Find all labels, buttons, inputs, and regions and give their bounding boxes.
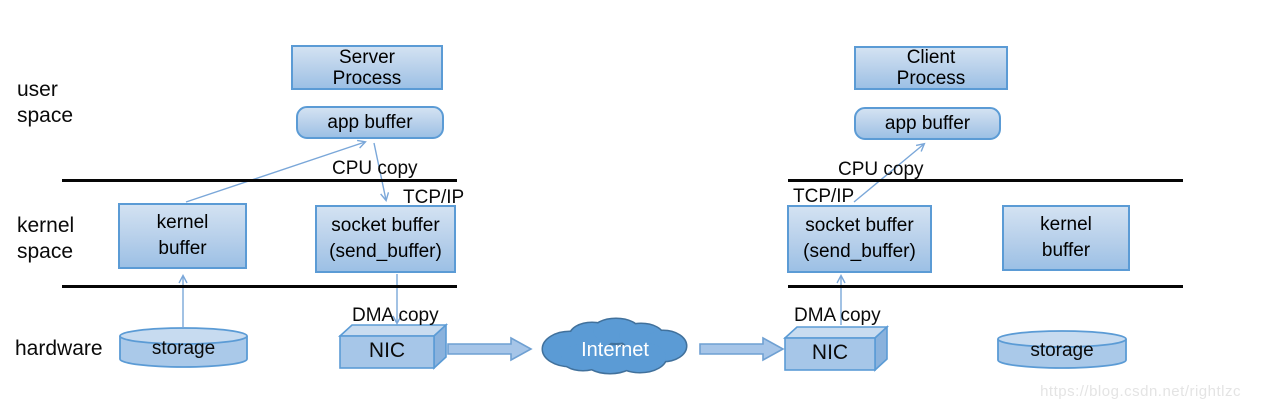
app-to-socket-buffer-arrow [373,142,386,200]
server-storage-label: storage [151,338,216,359]
internet-label: Internet [581,339,649,361]
client-dma-copy-label: DMA copy [794,305,881,326]
server-kernel-buffer-box: kernel buffer [118,203,247,269]
internet-to-nic-arrow [699,336,785,362]
nic-box-client [782,325,890,372]
user-kernel-separator-client [788,179,1183,182]
client-socket-buffer-box: socket buffer (send_buffer) [787,205,932,273]
server-process-box: Server Process [291,45,443,90]
server-socket-buffer-box: socket buffer (send_buffer) [315,205,456,273]
client-kernel-buffer-box: kernel buffer [1002,205,1130,271]
kernel-space-label: kernel space [17,214,75,263]
nic-to-internet-arrow [447,336,533,362]
client-cpu-copy-label: CPU copy [838,159,924,180]
server-dma-copy-label: DMA copy [352,305,439,326]
kernel-to-app-buffer-arrow [185,142,365,203]
storage-cylinder-client [997,330,1127,369]
hardware-label: hardware [15,337,103,360]
internet-cloud [541,317,688,375]
kernel-hardware-separator-server [62,285,457,288]
client-storage-label: storage [1030,340,1094,361]
user-kernel-separator-server [62,179,457,182]
socket-to-app-buffer-arrow [853,144,924,203]
client-tcpip-label: TCP/IP [793,186,855,207]
user-space-label: user space [17,78,74,127]
server-cpu-copy-label: CPU copy [332,158,418,179]
server-nic-label: NIC [368,339,406,362]
server-tcpip-label: TCP/IP [403,187,465,208]
watermark: https://blog.csdn.net/rightlzc [1040,383,1241,400]
server-app-buffer-box: app buffer [296,106,444,139]
client-nic-label: NIC [811,341,849,364]
kernel-hardware-separator-client [788,285,1183,288]
nic-box-server [337,323,449,370]
client-app-buffer-box: app buffer [854,107,1001,140]
client-process-box: Client Process [854,46,1008,90]
